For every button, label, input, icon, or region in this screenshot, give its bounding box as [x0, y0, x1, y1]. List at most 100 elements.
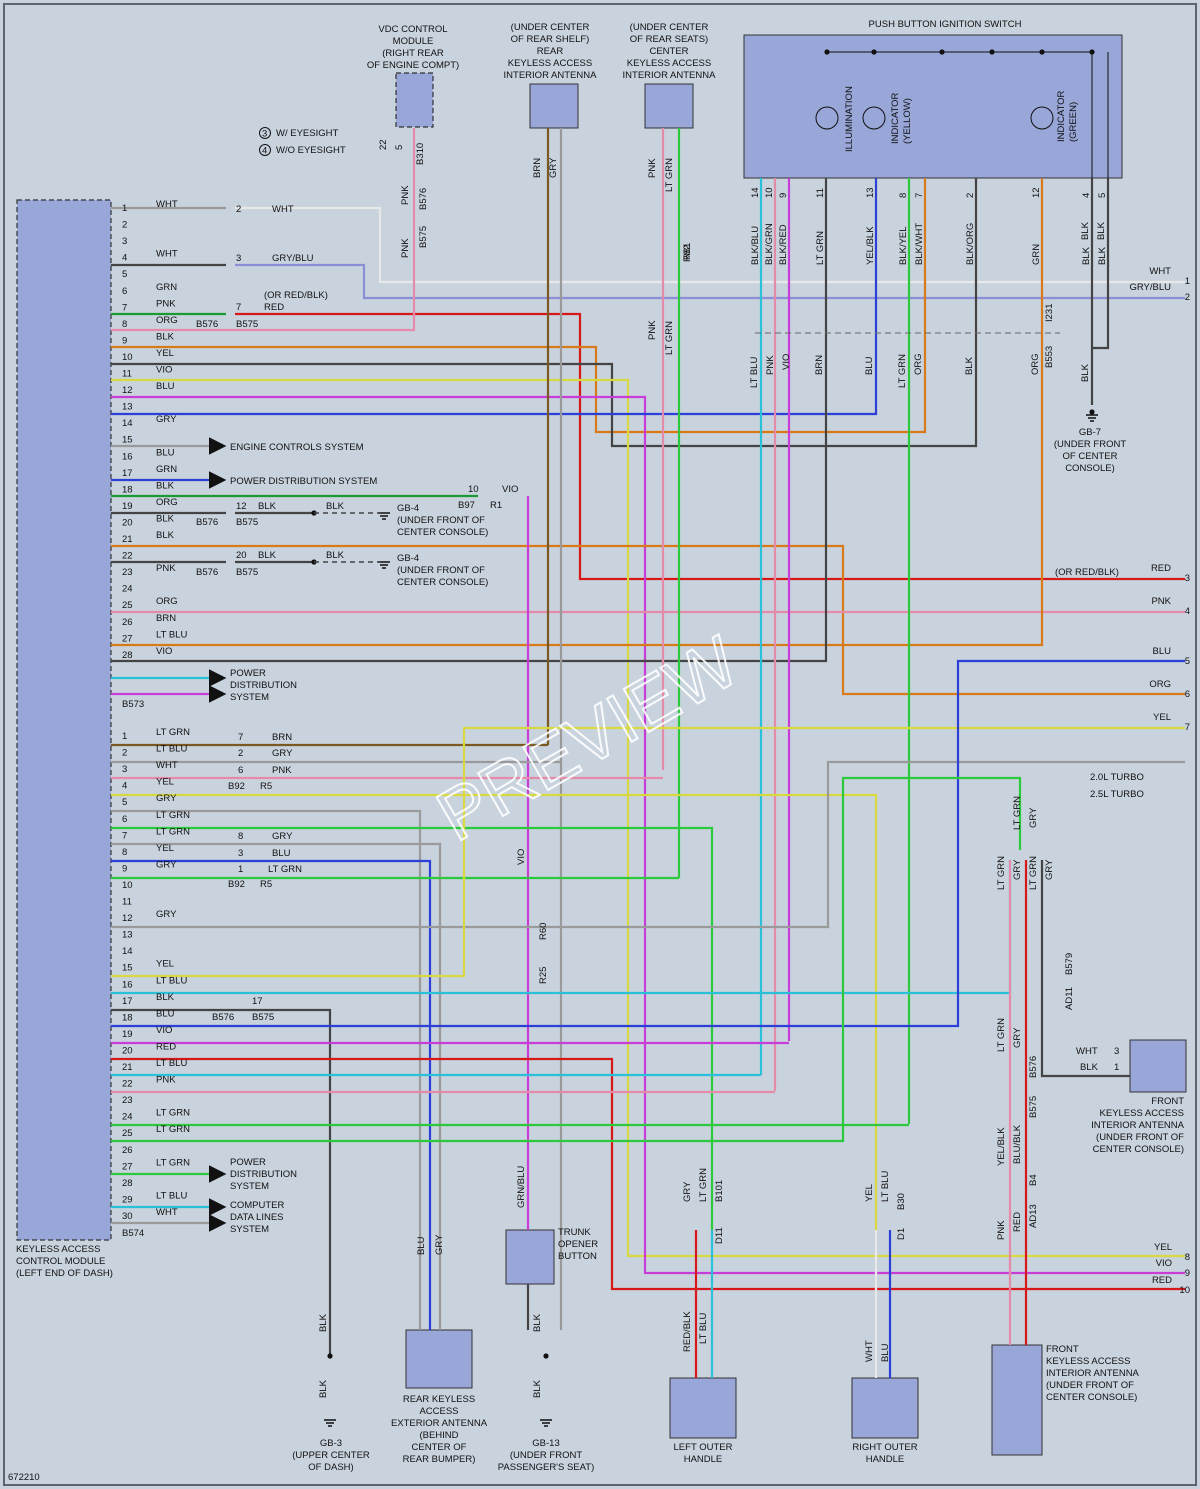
- trunk-label: BUTTON: [558, 1251, 597, 1262]
- pin-color: WHT: [156, 1207, 178, 1218]
- vertical-wire-label: B310: [415, 143, 426, 165]
- pin-color: GRY: [156, 909, 177, 920]
- pin-number: 6: [122, 286, 127, 297]
- exit-number: 5: [1185, 656, 1190, 667]
- gb7-label: GB-7: [1079, 427, 1101, 438]
- vertical-wire-label: GRY: [1028, 807, 1039, 828]
- center-interior-antenna: [644, 83, 694, 129]
- engine-system-label: ENGINE CONTROLS SYSTEM: [230, 442, 364, 453]
- exit-number: 7: [1185, 722, 1190, 733]
- pin-color: PNK: [156, 1075, 176, 1086]
- pin-number: 5: [122, 269, 127, 280]
- pin-number: 15: [122, 963, 133, 974]
- vertical-wire-label: R82: [682, 245, 693, 262]
- vertical-wire-label: LT GRN: [996, 1018, 1007, 1052]
- vertical-wire-label: LT BLU: [698, 1313, 709, 1344]
- left-outer-handle: [669, 1377, 737, 1439]
- vertical-wire-label: PNK: [400, 238, 411, 258]
- switch-pin: 13: [865, 187, 876, 198]
- vertical-wire-label: LT GRN: [664, 158, 675, 192]
- vertical-wire-label: YEL: [864, 1184, 875, 1202]
- switch-pin: 10: [764, 187, 775, 198]
- pin-number: 15: [122, 435, 133, 446]
- or-red-blk-note: (OR RED/BLK): [264, 290, 328, 301]
- vertical-wire-label: BLK: [1080, 221, 1091, 240]
- vertical-wire-label: B576: [1028, 1056, 1039, 1078]
- keyless-control-module: [16, 199, 112, 1241]
- ground-icon: [540, 1419, 552, 1427]
- switch-wire-color: BLK/GRN: [764, 223, 775, 265]
- inline-label: 2: [238, 748, 243, 759]
- pin-color: ORG: [156, 497, 178, 508]
- pin-number: 28: [122, 650, 133, 661]
- wires: [111, 49, 1185, 1427]
- led-icon: [1030, 106, 1054, 130]
- inline-label: B92: [228, 879, 245, 890]
- switch-node: [989, 49, 995, 55]
- or-red-blk-note: (OR RED/BLK): [1055, 567, 1119, 578]
- pin-number: 21: [122, 1062, 133, 1073]
- ind-green-label: INDICATOR: [1056, 90, 1067, 142]
- pin-number: 10: [122, 352, 133, 363]
- center-antenna-label: INTERIOR ANTENNA: [623, 70, 717, 81]
- pin-number: 2: [122, 748, 127, 759]
- pin-number: 26: [122, 617, 133, 628]
- wire-a25: [111, 178, 1044, 647]
- pin-number: 18: [122, 484, 133, 495]
- inline-label: LT GRN: [268, 864, 302, 875]
- trunk-label: TRUNK: [558, 1227, 591, 1238]
- power-system-label-3: POWER: [230, 1157, 266, 1168]
- pin-color: LT BLU: [156, 1190, 187, 1201]
- exit-color: ORG: [1149, 679, 1171, 690]
- data-system-label: DATA LINES: [230, 1212, 284, 1223]
- pin-number: 1: [122, 203, 127, 214]
- splice: [543, 1353, 549, 1359]
- pin-number: 28: [122, 1178, 133, 1189]
- splice: [327, 1353, 333, 1359]
- pin-number: 10: [122, 880, 133, 891]
- front-antenna-label-lower: (UNDER FRONT OF: [1046, 1380, 1134, 1391]
- exit-color: RED: [1152, 1275, 1172, 1286]
- switch-pin: 12: [1031, 187, 1042, 198]
- vertical-wire-label: PNK: [400, 185, 411, 205]
- wire-b8: [111, 859, 432, 1330]
- pin-number: 18: [122, 1012, 133, 1023]
- center-antenna-label: KEYLESS ACCESS: [627, 58, 711, 69]
- gb4-label-2: GB-4: [397, 553, 419, 564]
- pin-number: 4: [122, 781, 127, 792]
- inline-label: B92: [228, 781, 245, 792]
- pin-number: 9: [122, 335, 127, 346]
- pin-number: 16: [122, 451, 133, 462]
- vertical-wire-label: PNK: [647, 320, 658, 340]
- power-system-label-2: POWER: [230, 668, 266, 679]
- vertical-wire-label: BLK: [532, 1313, 543, 1332]
- pin-number: 23: [122, 567, 133, 578]
- vertical-wire-label: D11: [714, 1227, 725, 1244]
- pin-color: GRY: [156, 859, 177, 870]
- power-system-label: POWER DISTRIBUTION SYSTEM: [230, 476, 377, 487]
- right-outer-handle: [851, 1377, 919, 1439]
- inline-label: R5: [260, 879, 272, 890]
- vertical-wire-label: B576: [418, 188, 429, 210]
- wire-pnk-vdc: [111, 128, 416, 332]
- pin-color: YEL: [156, 348, 174, 359]
- led-icon: [862, 106, 886, 130]
- vertical-wire-label: LT GRN: [698, 1168, 709, 1202]
- front-antenna-lower: [991, 1344, 1043, 1456]
- pin-number: 20: [122, 1045, 133, 1056]
- gb4-label-2: CENTER CONSOLE): [397, 577, 488, 588]
- wire-a12: [111, 178, 878, 416]
- inline-label: 3: [1114, 1046, 1119, 1057]
- pin-number: 21: [122, 534, 133, 545]
- vertical-wire-label: WHT: [864, 1340, 875, 1362]
- connector-id: B573: [122, 699, 144, 710]
- front-antenna-label-lower: KEYLESS ACCESS: [1046, 1356, 1130, 1367]
- pin-color: VIO: [156, 365, 172, 376]
- wire-b17: [111, 1008, 332, 1355]
- wire-front-upper: [1040, 860, 1130, 1078]
- inline-label: R1: [490, 500, 502, 511]
- pin-color: YEL: [156, 777, 174, 788]
- vertical-wire-label: LT GRN: [897, 354, 908, 388]
- pin-color: BLK: [156, 513, 175, 524]
- inline-label: BLK: [258, 550, 277, 561]
